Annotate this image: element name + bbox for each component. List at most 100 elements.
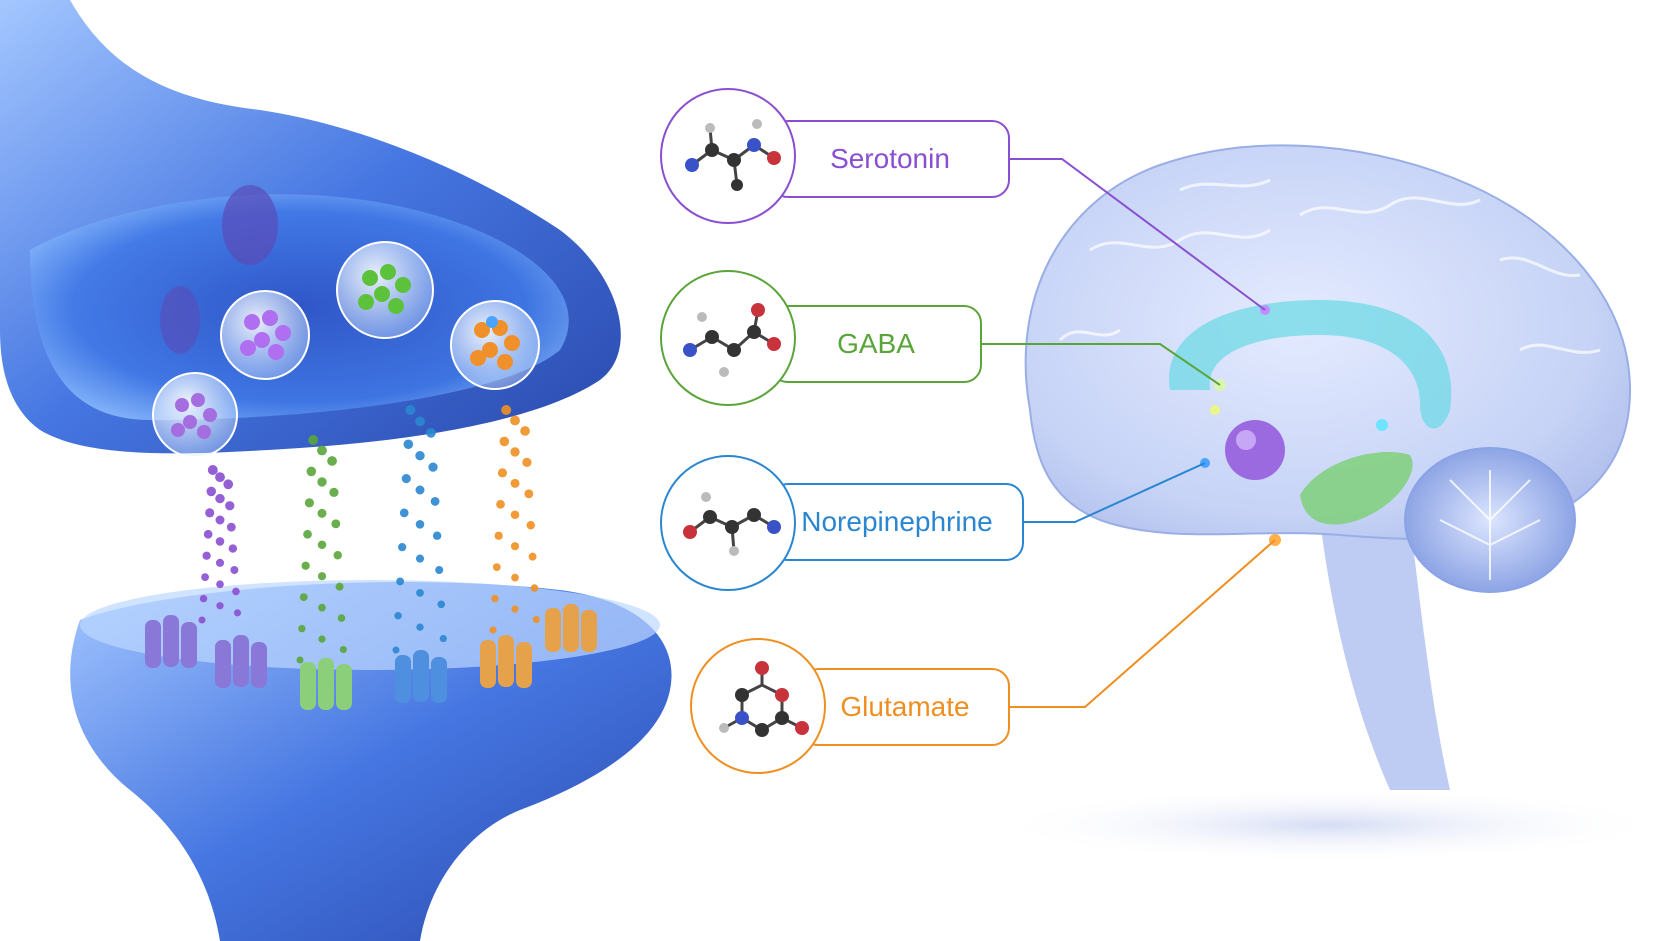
neurotransmitter-particle xyxy=(317,508,327,518)
neurotransmitter-particle xyxy=(225,501,235,511)
neurotransmitter-particle xyxy=(205,508,215,518)
neurotransmitter-particle xyxy=(201,573,210,582)
serotonin-molecule xyxy=(660,88,796,224)
neurotransmitter-particle xyxy=(405,405,416,415)
neurotransmitter-particle xyxy=(233,609,242,617)
connector-glutamate xyxy=(1010,539,1276,708)
label-norepinephrine: Norepinephrine xyxy=(770,483,1024,561)
neurotransmitter-particle xyxy=(399,508,409,518)
receptor-orange-1 xyxy=(480,635,532,688)
neurotransmitter-particle xyxy=(522,457,532,468)
neurotransmitter-particle xyxy=(199,594,208,603)
receptor-purple-2 xyxy=(215,635,267,688)
neurotransmitter-particle xyxy=(415,451,425,461)
hippocampus xyxy=(1300,451,1413,525)
label-norepinephrine-text: Norepinephrine xyxy=(801,506,993,537)
neurotransmitter-particle xyxy=(317,572,327,581)
neurotransmitter-particle xyxy=(215,493,225,504)
vesicle-purple-1 xyxy=(152,372,238,458)
neurotransmitter-particle xyxy=(398,543,407,552)
vesicle-orange xyxy=(450,300,540,390)
neurotransmitter-particle xyxy=(435,566,444,574)
gaba-molecule xyxy=(660,270,796,406)
neurotransmitter-particle xyxy=(532,615,540,624)
neurotransmitter-particle xyxy=(510,542,520,551)
receptor-purple-1 xyxy=(145,615,197,668)
neurotransmitter-particle xyxy=(216,602,224,610)
neurotransmitter-particle xyxy=(203,529,213,539)
neurotransmitter-particle xyxy=(415,554,425,563)
label-serotonin-text: Serotonin xyxy=(830,143,950,174)
neurotransmitter-particle xyxy=(317,445,327,456)
label-serotonin: Serotonin xyxy=(770,120,1010,198)
neurotransmitter-particle xyxy=(318,635,326,643)
neurotransmitter-particle xyxy=(428,462,438,472)
neurotransmitter-particle xyxy=(198,616,206,624)
neurotransmitter-particle xyxy=(327,456,337,466)
synapse-illustration xyxy=(0,0,672,941)
brainstem xyxy=(1320,520,1450,790)
label-gaba: GABA xyxy=(770,305,982,383)
neurotransmitter-particle xyxy=(432,531,442,540)
neurotransmitter-particle xyxy=(426,428,436,438)
connector-gaba xyxy=(982,343,1221,386)
brain-illustration xyxy=(990,144,1670,863)
neurotransmitter-particle xyxy=(526,521,535,530)
connector-lines xyxy=(982,158,1276,708)
neurotransmitter-particle xyxy=(215,537,225,546)
neurotransmitter-particle xyxy=(489,626,497,634)
norepinephrine-molecule xyxy=(660,455,796,591)
neurotransmitter-particle xyxy=(439,635,447,643)
neurotransmitter-particle xyxy=(396,577,405,586)
neurotransmitter-particle xyxy=(499,436,510,447)
neurotransmitter-particle xyxy=(296,656,304,664)
neurotransmitter-particle xyxy=(304,498,314,508)
receptor-green xyxy=(300,658,352,710)
neurotransmitter-particle xyxy=(216,580,224,589)
neurotransmitter-particle xyxy=(317,540,327,550)
label-gaba-text: GABA xyxy=(837,328,915,359)
neurotransmitter-particle xyxy=(415,485,425,495)
neurotransmitter-particle xyxy=(524,489,534,499)
neurotransmitter-particle xyxy=(306,466,317,477)
corpus-callosum xyxy=(1169,300,1452,429)
neurotransmitter-particle xyxy=(528,552,537,561)
glutamate-molecule xyxy=(690,638,826,774)
neurotransmitter-particle xyxy=(511,605,519,613)
neurotransmitter-particle xyxy=(228,544,238,553)
neurotransmitter-particle xyxy=(510,478,520,488)
neurotransmitter-streams xyxy=(198,405,540,664)
neurotransmitter-particle xyxy=(339,645,347,654)
label-glutamate-text: Glutamate xyxy=(840,691,970,722)
neurotransmitter-particle xyxy=(230,566,239,574)
neurotransmitter-particle xyxy=(215,515,225,525)
mitochondrion xyxy=(160,286,200,354)
neurotransmitter-particle xyxy=(223,479,234,490)
neurotransmitter-particle xyxy=(510,510,520,520)
neurotransmitter-particle xyxy=(317,477,327,487)
connector-norepinephrine xyxy=(1024,462,1206,523)
neurotransmitter-particle xyxy=(207,465,218,475)
mitochondrion xyxy=(222,185,278,265)
neurotransmitter-particle xyxy=(335,582,344,591)
neurotransmitter-particle xyxy=(394,612,402,620)
neurotransmitter-particle xyxy=(318,603,326,612)
vesicle-green xyxy=(336,241,434,339)
neurotransmitter-particle xyxy=(401,474,411,484)
neurotransmitter-particle xyxy=(530,584,539,592)
neurotransmitter-particle xyxy=(226,522,236,532)
neurotransmitter-particle xyxy=(496,499,505,509)
neurotransmitter-particle xyxy=(206,486,217,497)
neurotransmitter-particle xyxy=(497,468,507,478)
neurotransmitter-particle xyxy=(511,573,519,582)
vesicle-purple-2 xyxy=(220,290,310,380)
neurotransmitter-particle xyxy=(298,624,306,633)
neurotransmitter-particle xyxy=(415,416,425,427)
neurotransmitter-particle xyxy=(215,472,225,483)
neurotransmitter-particle xyxy=(215,558,225,567)
neurotransmitter-particle xyxy=(494,531,503,540)
receptor-blue xyxy=(395,650,447,703)
neurotransmitter-particle xyxy=(303,529,312,539)
neurotransmitter-particle xyxy=(333,551,342,560)
